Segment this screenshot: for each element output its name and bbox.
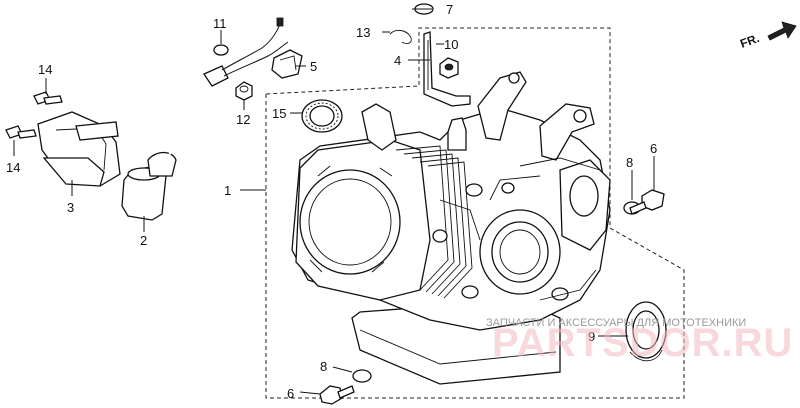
callout-15: 15: [272, 106, 286, 121]
callout-1: 1: [224, 183, 231, 198]
front-direction-indicator: FR.: [738, 21, 797, 51]
callout-3: 3: [67, 200, 74, 215]
ignition-pickup-with-harness: [121, 17, 289, 221]
bolt-6-right: [629, 189, 665, 215]
callout-5: 5: [310, 59, 317, 74]
callout-11: 11: [213, 16, 227, 31]
callout-8-right: 8: [626, 155, 633, 170]
shield-plate: [37, 111, 121, 187]
watermark-brand: PARTSDOR.RU: [492, 321, 793, 365]
front-arrow-icon: [767, 21, 797, 41]
assembly-boundary: [265, 27, 685, 399]
wire-clamp: [271, 49, 303, 79]
callout-8-bottom: 8: [320, 359, 327, 374]
callout-9: 9: [588, 329, 595, 344]
callout-6-bottom: 6: [287, 386, 294, 401]
callout-2: 2: [140, 233, 147, 248]
watermark-tagline: ЗАПЧАСТИ И АКСЕССУАРЫ ДЛЯ МОТОТЕХНИКИ: [486, 317, 746, 329]
washer-8-bottom: [352, 369, 372, 383]
callout-10: 10: [444, 37, 458, 52]
nut-12: [235, 81, 253, 101]
bolt-14-lower: [5, 125, 37, 139]
callout-14-lower: 14: [6, 160, 20, 175]
watermark: PARTSDOR.RU ЗАПЧАСТИ И АКСЕССУАРЫ ДЛЯ МО…: [486, 317, 793, 365]
callout-12: 12: [236, 112, 250, 127]
clip-13: [389, 29, 412, 45]
oil-seal: [625, 301, 667, 362]
callout-14-upper: 14: [38, 62, 52, 77]
washer-11: [213, 44, 229, 56]
bolt-6-bottom: [319, 385, 355, 405]
callout-6-right: 6: [650, 141, 657, 156]
callout-7: 7: [446, 2, 453, 17]
ball-bearing: [301, 99, 343, 133]
front-label: FR.: [738, 31, 761, 51]
cylinder-block-crankcase: [291, 71, 611, 385]
callout-labels: 1 2 3 4 5 6 6 7 8 8 9 10 11 12 13 14 14 …: [6, 2, 657, 401]
leader-lines: [13, 8, 655, 395]
nut-10: [439, 57, 459, 79]
bolt-14-upper: [33, 91, 63, 105]
callout-13: 13: [356, 25, 370, 40]
callout-4: 4: [394, 53, 401, 68]
governor-arm: [423, 31, 471, 107]
